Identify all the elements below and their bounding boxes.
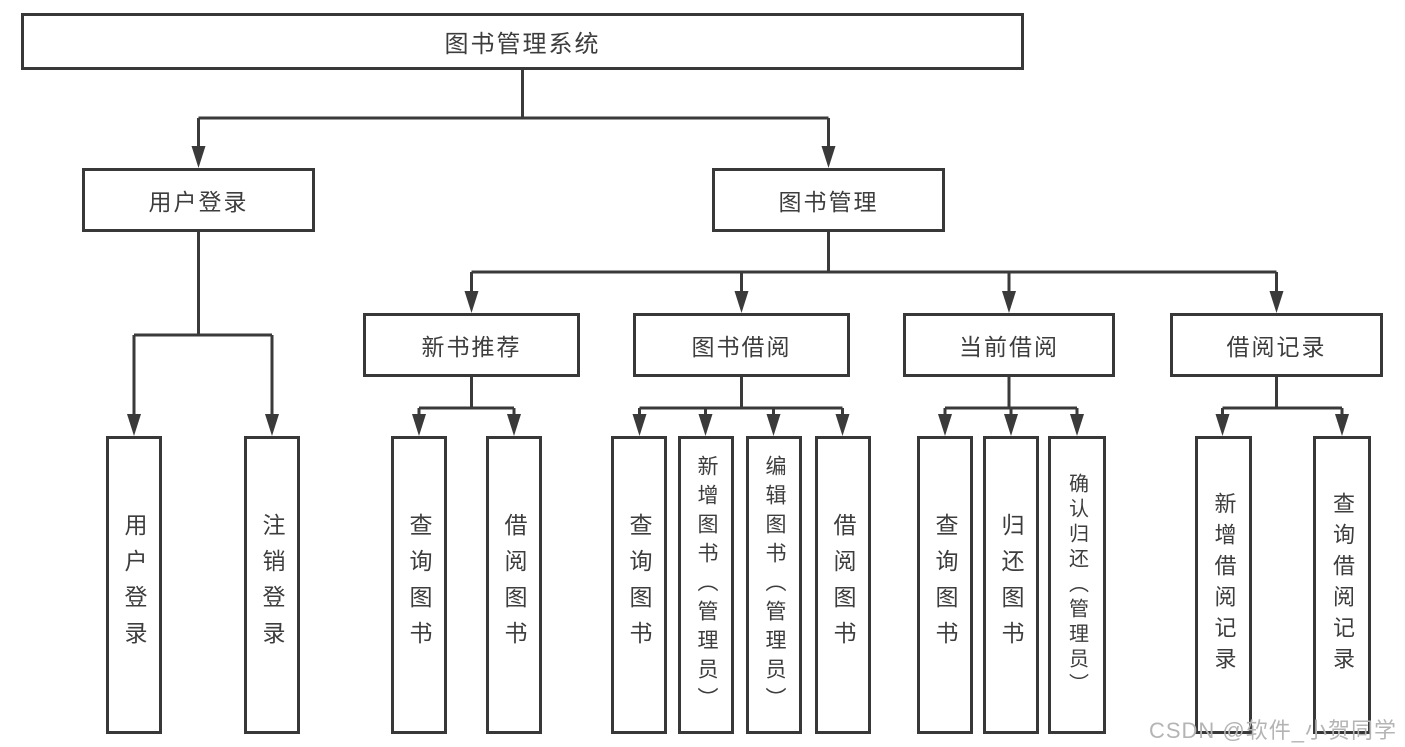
node-label: 图书管理系统 xyxy=(444,31,601,58)
arrowheads xyxy=(127,146,1349,436)
arrowhead xyxy=(1335,414,1349,436)
leaf-query-books-recommend: 查询图书 xyxy=(391,436,447,734)
node-book-borrow: 图书借阅 xyxy=(633,313,850,377)
arrowhead xyxy=(464,291,479,313)
node-label: 查询借阅记录 xyxy=(1330,492,1355,678)
arrowhead xyxy=(1070,414,1084,436)
node-label: 借阅图书 xyxy=(501,513,527,657)
node-label: 当前借阅 xyxy=(959,334,1059,360)
arrowhead xyxy=(1004,414,1018,436)
node-borrow-records: 借阅记录 xyxy=(1170,313,1383,377)
csdn-watermark: CSDN @软件_小贺同学 xyxy=(1148,718,1397,743)
node-current-borrow: 当前借阅 xyxy=(903,313,1115,377)
node-new-book-recommend: 新书推荐 xyxy=(363,313,580,377)
leaf-query-books-borrow: 查询图书 xyxy=(611,436,667,734)
node-label: 查询图书 xyxy=(406,513,432,657)
leaf-confirm-return-admin: 确认归还（管理员） xyxy=(1048,436,1106,734)
arrow-shaft xyxy=(197,118,830,152)
arrowhead xyxy=(1269,291,1284,313)
arrowhead xyxy=(821,146,836,168)
arrow-shaft xyxy=(417,408,1344,424)
arrowhead xyxy=(835,414,850,436)
arrowhead xyxy=(1215,414,1230,436)
arrowhead xyxy=(191,146,206,168)
leaf-user-login: 用户登录 xyxy=(106,436,162,734)
node-label: 注销登录 xyxy=(259,513,285,657)
node-label: 图书管理 xyxy=(778,189,879,215)
arrowhead xyxy=(766,414,781,436)
node-root: 图书管理系统 xyxy=(21,13,1024,70)
connector-book-borrow xyxy=(639,377,843,410)
node-label: 确认归还（管理员） xyxy=(1065,472,1088,698)
node-label: 借阅图书 xyxy=(830,513,856,657)
leaf-add-book-admin: 新增图书（管理员） xyxy=(678,436,734,734)
node-label: 新增借阅记录 xyxy=(1211,492,1237,678)
node-label: 查询图书 xyxy=(626,513,652,657)
node-user-login: 用户登录 xyxy=(82,168,315,232)
leaf-edit-book-admin: 编辑图书（管理员） xyxy=(746,436,802,734)
node-label: 新增图书（管理员） xyxy=(695,454,718,716)
connector-user-login xyxy=(134,232,272,337)
connector-new-book-recommend xyxy=(419,377,514,410)
leaf-borrow-books: 借阅图书 xyxy=(815,436,871,734)
arrowhead xyxy=(734,291,749,313)
arrowhead xyxy=(412,414,426,436)
arrowhead xyxy=(632,414,647,436)
node-label: 归还图书 xyxy=(998,513,1024,657)
arrowhead xyxy=(1002,291,1016,313)
arrowhead xyxy=(127,414,141,436)
leaf-logout: 注销登录 xyxy=(244,436,300,734)
arrow-shaft xyxy=(132,335,274,420)
arrowhead xyxy=(507,414,521,436)
connector-current-borrow xyxy=(945,377,1077,410)
arrowhead xyxy=(938,414,952,436)
leaf-query-borrow-record: 查询借阅记录 xyxy=(1313,436,1371,734)
connector-root xyxy=(198,70,829,120)
arrowhead xyxy=(265,414,279,436)
node-label: 图书借阅 xyxy=(691,334,792,360)
leaf-borrow-books-recommend: 借阅图书 xyxy=(486,436,542,734)
node-label: 查询图书 xyxy=(932,513,958,657)
connector-borrow-records xyxy=(1222,377,1342,410)
node-label: 新书推荐 xyxy=(421,334,522,360)
node-book-management: 图书管理 xyxy=(712,168,945,232)
node-label: 借阅记录 xyxy=(1226,334,1327,360)
leaf-add-borrow-record: 新增借阅记录 xyxy=(1195,436,1252,734)
connector-book-management xyxy=(471,232,1277,274)
node-label: 编辑图书（管理员） xyxy=(763,454,786,716)
arrowhead xyxy=(698,414,713,436)
arrow-shaft xyxy=(470,272,1278,298)
leaf-return-book: 归还图书 xyxy=(983,436,1039,734)
node-label: 用户登录 xyxy=(121,513,147,657)
leaf-query-books-current: 查询图书 xyxy=(917,436,973,734)
node-label: 用户登录 xyxy=(148,189,249,215)
